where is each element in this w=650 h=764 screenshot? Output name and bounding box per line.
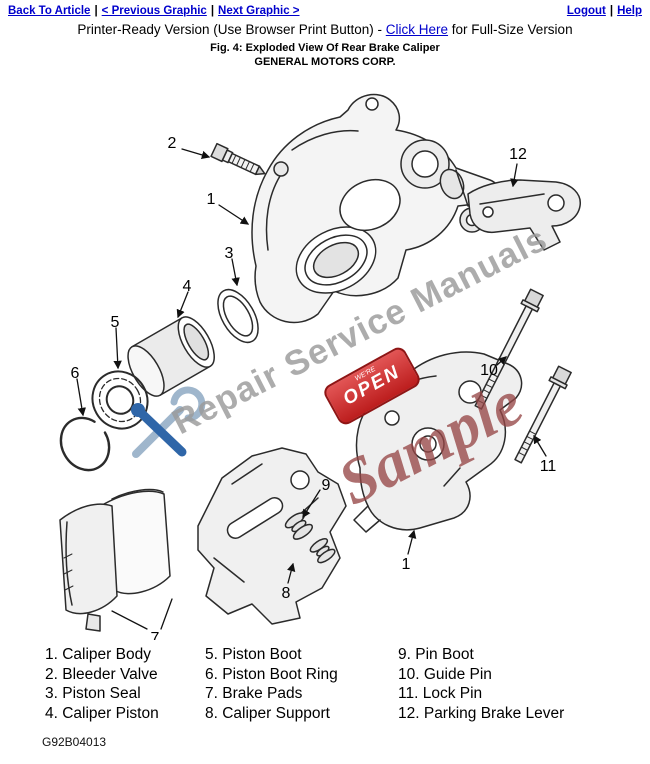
caliper-piston-part: [127, 316, 215, 397]
lock-pin-part: [514, 365, 572, 464]
callout-9: 9: [322, 477, 331, 494]
callout-10: 10: [480, 362, 498, 379]
wrench-icon: [131, 386, 206, 458]
legend-column-1: 1. Caliper Body 2. Bleeder Valve 3. Pist…: [45, 646, 205, 722]
legend-column-2: 5. Piston Boot 6. Piston Boot Ring 7. Br…: [205, 646, 398, 722]
legend-item: 10. Guide Pin: [398, 665, 492, 683]
callout-8: 8: [282, 585, 291, 602]
callout-6: 6: [71, 365, 80, 382]
printer-ready-line: Printer-Ready Version (Use Browser Print…: [0, 22, 650, 37]
full-size-text: for Full-Size Version: [448, 22, 573, 37]
callout-5: 5: [111, 314, 120, 331]
piston-boot-part: [91, 370, 149, 430]
callout-3: 3: [225, 245, 234, 262]
legend-item: 2. Bleeder Valve: [45, 665, 158, 683]
callout-1-bottom: 1: [402, 556, 411, 573]
full-size-version-link[interactable]: Click Here: [385, 22, 449, 37]
callout-2: 2: [168, 135, 177, 152]
caliper-support-part: [197, 447, 347, 625]
figure-caption: Fig. 4: Exploded View Of Rear Brake Cali…: [210, 42, 440, 54]
callout-11: 11: [540, 458, 557, 475]
brake-pads-part: [59, 488, 171, 632]
legend: 1. Caliper Body 2. Bleeder Valve 3. Pist…: [45, 646, 650, 722]
logout-link[interactable]: Logout: [566, 5, 606, 17]
legend-item: 12. Parking Brake Lever: [398, 704, 565, 722]
printer-ready-text: Printer-Ready Version (Use Browser Print…: [77, 22, 386, 37]
callout-7: 7: [151, 630, 160, 640]
callout-1-top: 1: [207, 191, 216, 208]
legend-item: 9. Pin Boot: [398, 646, 474, 663]
nav-separator: |: [210, 5, 215, 17]
previous-graphic-link[interactable]: < Previous Graphic: [101, 5, 207, 17]
nav-separator: |: [609, 5, 614, 17]
help-link[interactable]: Help: [617, 5, 642, 17]
legend-column-3: 9. Pin Boot 10. Guide Pin 11. Lock Pin 1…: [398, 646, 608, 722]
nav-right-links: Logout|Help: [567, 5, 642, 17]
bleeder-valve-part: [210, 142, 266, 176]
diagram-stage: 2 12 1 3 4 5 6 7 8 9 10 11 1 Repair Serv…: [0, 68, 650, 640]
callout-4: 4: [183, 278, 192, 295]
legend-item: 11. Lock Pin: [398, 685, 483, 702]
legend-item: 8. Caliper Support: [205, 704, 330, 722]
caliper-body-part: [251, 93, 499, 324]
callout-12: 12: [509, 146, 527, 163]
nav-separator: |: [94, 5, 98, 17]
callout-leader-lines: [76, 148, 547, 630]
legend-item: 6. Piston Boot Ring: [205, 665, 338, 683]
brake-caliper-exploded-diagram: 2 12 1 3 4 5 6 7 8 9 10 11 1: [59, 93, 581, 640]
next-graphic-link[interactable]: Next Graphic >: [218, 5, 300, 17]
parking-brake-lever-part: [467, 179, 581, 251]
legend-item: 3. Piston Seal: [45, 685, 141, 702]
piston-seal-part: [217, 288, 259, 344]
legend-item: 7. Brake Pads: [205, 685, 303, 702]
callout-numbers: 2 12 1 3 4 5 6 7 8 9 10 11 1: [71, 135, 557, 640]
legend-item: 4. Caliper Piston: [45, 704, 159, 722]
back-to-article-link[interactable]: Back To Article: [8, 5, 91, 17]
nav-left-links: Back To Article|< Previous Graphic|Next …: [8, 5, 300, 17]
manufacturer-name: GENERAL MOTORS CORP.: [254, 56, 396, 68]
piston-boot-ring-part: [59, 416, 111, 472]
legend-item: 1. Caliper Body: [45, 646, 151, 663]
top-nav: Back To Article|< Previous Graphic|Next …: [0, 0, 650, 19]
legend-item: 5. Piston Boot: [205, 646, 302, 663]
pin-boot-part: [284, 512, 336, 564]
figure-code: G92B04013: [42, 734, 107, 749]
